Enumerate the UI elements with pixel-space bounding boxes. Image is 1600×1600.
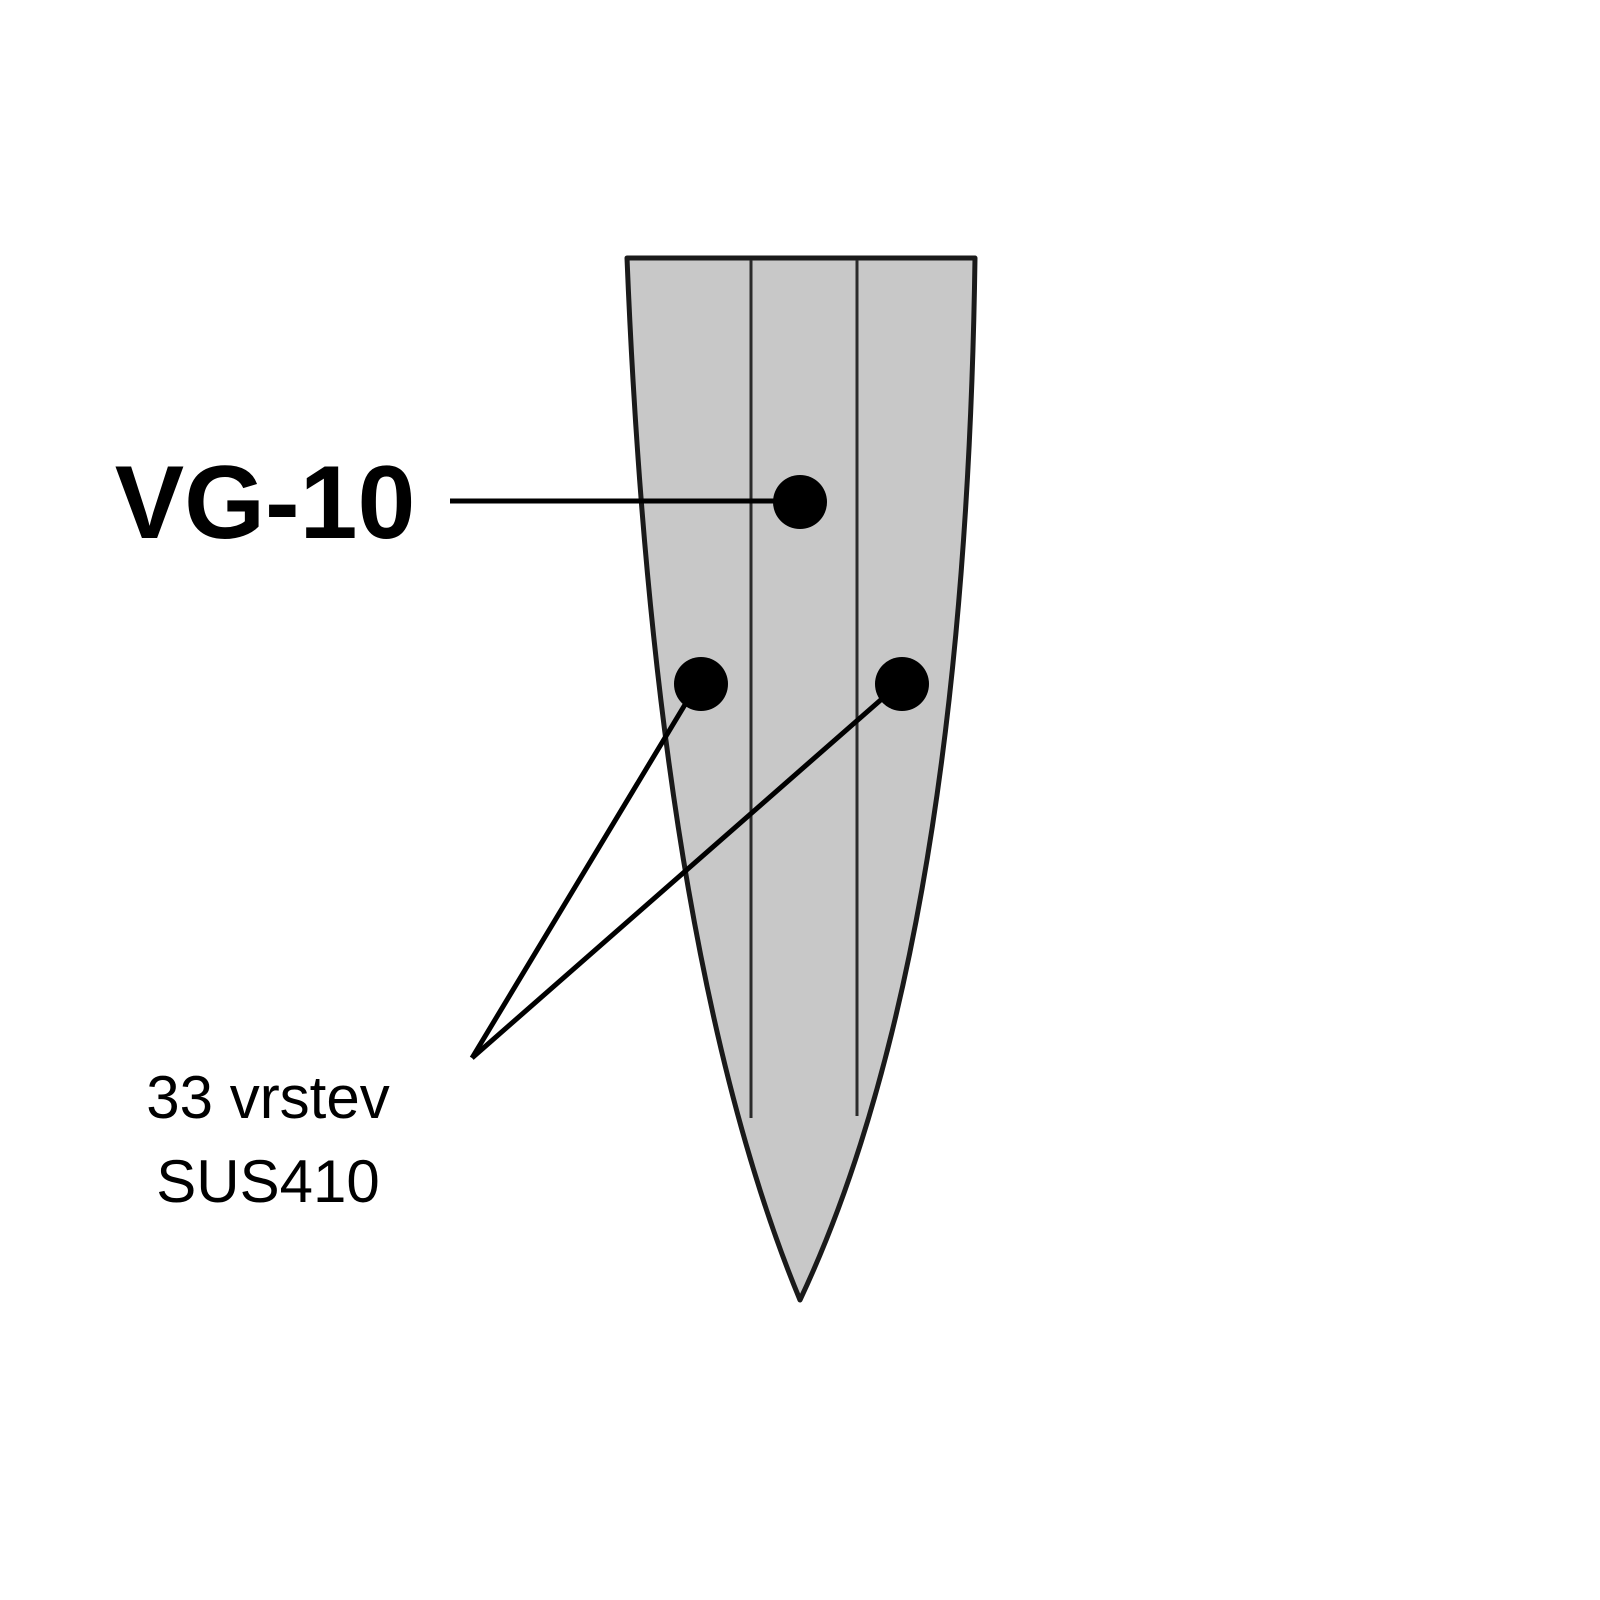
cladding-marker-dot-left	[674, 657, 728, 711]
blade-cross-section	[624, 255, 978, 1303]
cladding-layers-label: 33 vrstev	[146, 1064, 389, 1131]
cladding-steel-label: SUS410	[156, 1148, 379, 1215]
cladding-leader-line-right	[470, 681, 902, 1060]
cladding-marker-dot-right	[875, 657, 929, 711]
core-marker-dot	[773, 475, 827, 529]
cladding-leader-line-left	[469, 681, 701, 1060]
core-steel-label: VG-10	[115, 445, 416, 561]
